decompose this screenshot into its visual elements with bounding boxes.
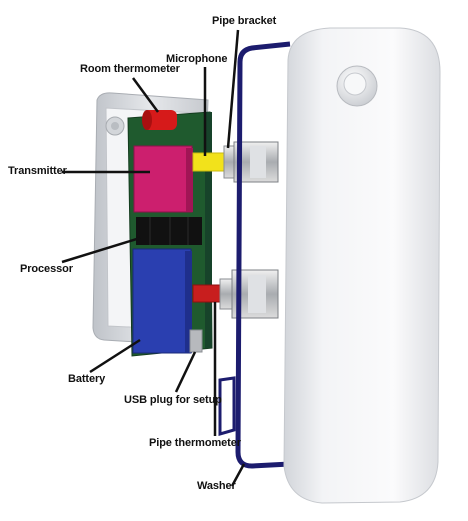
- transmitter-label: Transmitter: [8, 165, 67, 177]
- room-thermometer-label: Room thermometer: [80, 63, 180, 75]
- washer-label: Washer: [197, 480, 236, 492]
- front-cover: [283, 27, 441, 504]
- battery-part: [132, 248, 192, 354]
- processor-part: [136, 217, 202, 245]
- processor-label: Processor: [20, 263, 73, 275]
- washer-part: [235, 41, 291, 469]
- microphone-label: Microphone: [166, 53, 228, 65]
- room-thermometer-part: [142, 110, 177, 130]
- transmitter-part: [133, 145, 193, 213]
- usb-plug-leader: [174, 351, 197, 393]
- usb-plug-label: USB plug for setup: [124, 394, 222, 406]
- room-thermometer-leader: [131, 77, 160, 113]
- battery-label: Battery: [68, 373, 106, 385]
- washer-leader: [230, 463, 246, 487]
- leader-lines: [61, 29, 246, 487]
- battery-leader: [89, 338, 141, 374]
- pipe-thermometer-label: Pipe thermometer: [149, 437, 241, 449]
- pipe-bracket-label: Pipe bracket: [212, 15, 277, 27]
- usb-plug-part: [189, 329, 203, 353]
- pipe-bracket-leader: [226, 29, 240, 149]
- processor-leader: [61, 236, 141, 264]
